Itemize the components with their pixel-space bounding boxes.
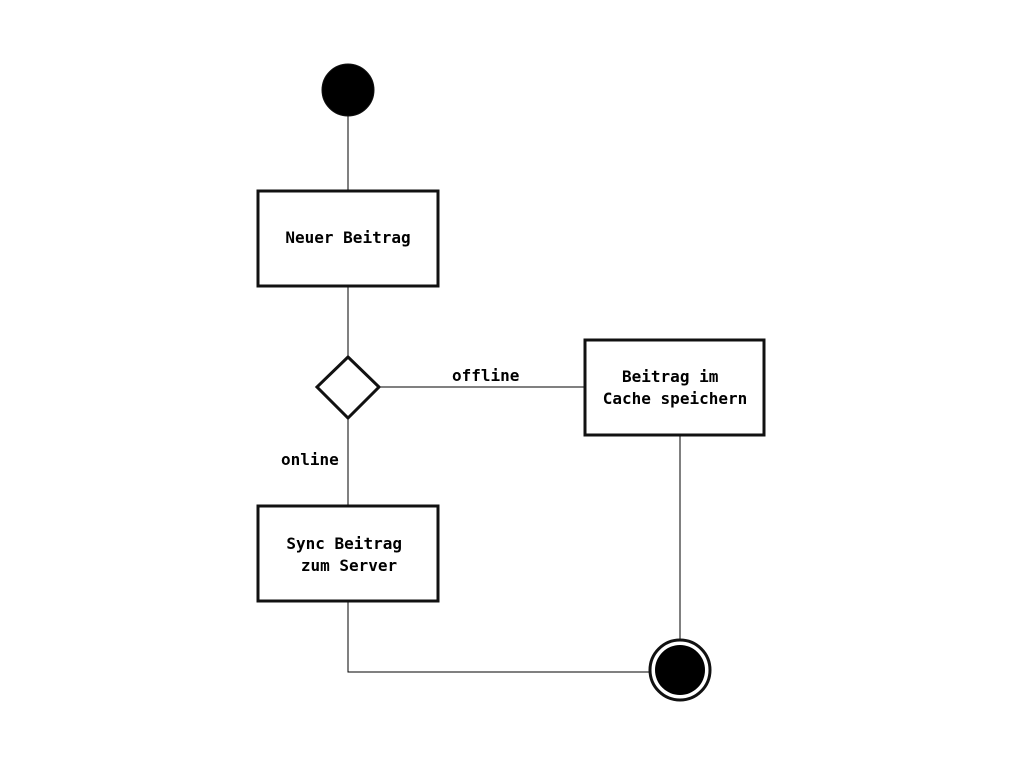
action-sync-post: Sync Beitrag zum Server: [256, 504, 440, 603]
action-sync-post-label-line-1: Sync Beitrag: [286, 534, 402, 553]
action-cache-post-box: [583, 338, 766, 437]
action-new-post-label-line-1: Neuer Beitrag: [285, 228, 410, 247]
initial-node: [321, 63, 375, 117]
edge-sync-to-end: [347, 602, 650, 673]
action-sync-post-box: [256, 504, 440, 603]
action-sync-post-label-line-2: zum Server: [301, 556, 397, 575]
action-cache-post-label-line-1: Beitrag im: [622, 367, 719, 386]
edge-label-offline: offline: [452, 366, 519, 385]
action-cache-post: Beitrag im Cache speichern: [583, 338, 766, 437]
action-cache-post-label: Beitrag im Cache speichern: [603, 367, 748, 408]
decision-node: [314, 354, 382, 421]
final-node-inner-dot: [655, 645, 705, 695]
action-new-post-box: [256, 189, 440, 288]
action-sync-post-label: Sync Beitrag zum Server: [286, 534, 411, 575]
edge-label-online: online: [281, 450, 339, 469]
action-new-post-label: Neuer Beitrag: [285, 228, 410, 247]
action-cache-post-label-line-2: Cache speichern: [603, 389, 748, 408]
final-node: [648, 638, 712, 702]
action-new-post: Neuer Beitrag: [256, 189, 440, 288]
